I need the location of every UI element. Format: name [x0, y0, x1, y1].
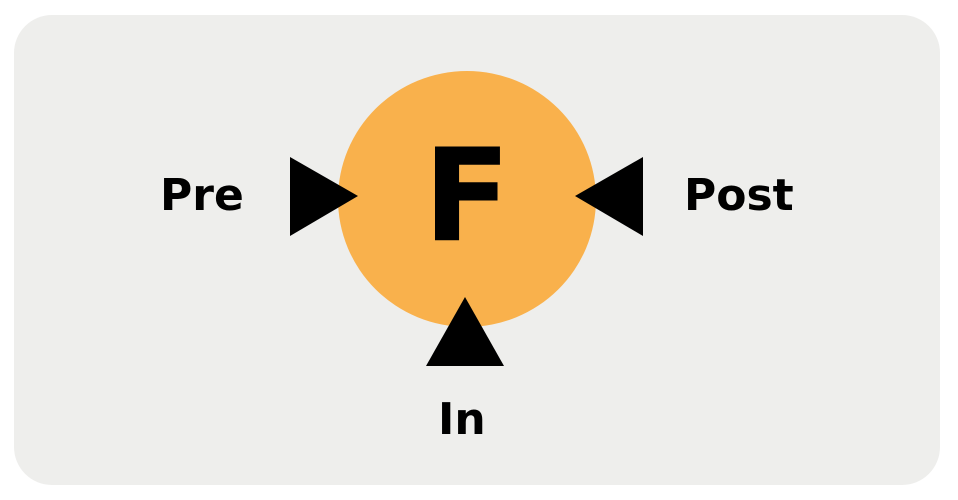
post-arrow-icon	[575, 157, 643, 236]
pre-label: Pre	[160, 170, 244, 221]
pre-arrow-icon	[290, 157, 358, 236]
function-label: F	[423, 122, 511, 271]
function-circle	[338, 71, 596, 327]
in-arrow-icon	[426, 297, 504, 366]
in-label: In	[438, 394, 486, 445]
post-label: Post	[684, 170, 794, 221]
